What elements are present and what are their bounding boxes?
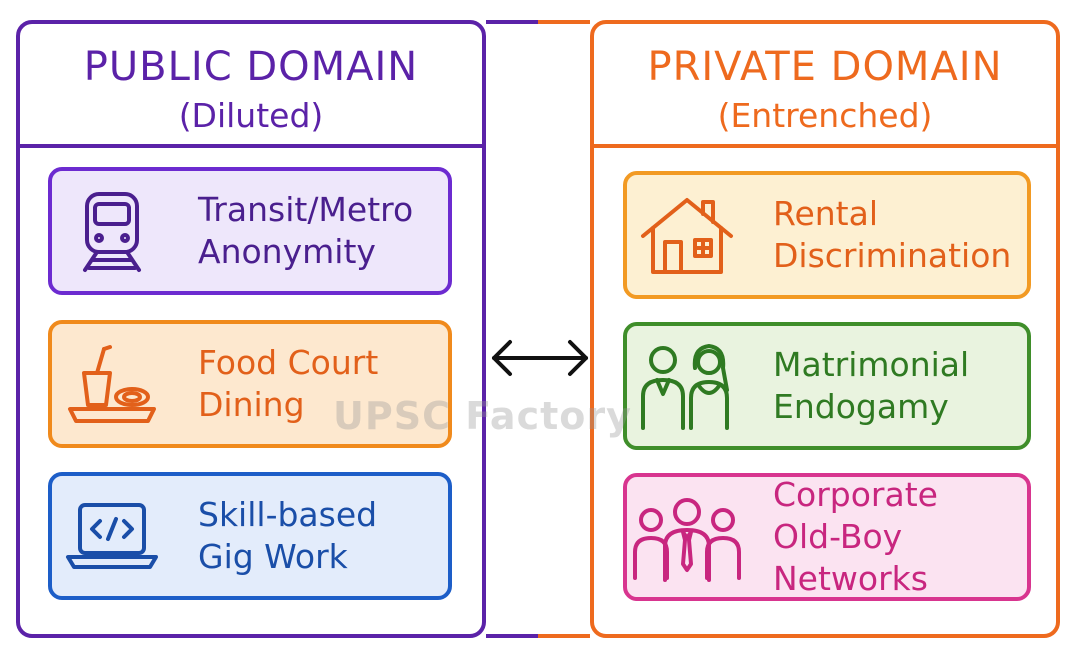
public-domain-title: PUBLIC DOMAIN <box>83 44 419 90</box>
card-matri-line1: Matrimonial <box>773 345 970 384</box>
card-gig-line1: Skill-based <box>198 495 378 534</box>
card-gig-label: Skill-based Gig Work <box>172 494 377 578</box>
card-rental-line2: Discrimination <box>773 236 1012 275</box>
card-food-line2: Dining <box>198 385 305 424</box>
middle-border-right <box>538 20 590 638</box>
watermark-text: UPSC Factory <box>333 394 632 438</box>
card-transit-line1: Transit/Metro <box>198 190 414 229</box>
private-domain-header: PRIVATE DOMAIN (Entrenched) <box>594 24 1056 148</box>
card-gig-work: Skill-based Gig Work <box>48 472 452 600</box>
private-domain-subtitle: (Entrenched) <box>717 96 933 135</box>
card-gig-line2: Gig Work <box>198 537 348 576</box>
card-corporate-networks: Corporate Old-Boy Networks <box>623 473 1031 601</box>
double-arrow-icon <box>492 340 588 376</box>
card-rental-label: Rental Discrimination <box>747 193 1011 277</box>
public-domain-panel: PUBLIC DOMAIN (Diluted) <box>16 20 486 638</box>
people-group-icon <box>627 477 747 597</box>
public-domain-header: PUBLIC DOMAIN (Diluted) <box>20 24 482 148</box>
card-matri-label: Matrimonial Endogamy <box>747 344 969 428</box>
laptop-code-icon <box>52 476 172 596</box>
public-domain-subtitle: (Diluted) <box>178 96 324 135</box>
card-corporate-line2: Old-Boy Networks <box>773 517 928 598</box>
food-tray-icon <box>52 324 172 444</box>
card-transit-metro: Transit/Metro Anonymity <box>48 167 452 295</box>
private-domain-title: PRIVATE DOMAIN <box>647 44 1003 90</box>
card-food-label: Food Court Dining <box>172 342 378 426</box>
card-transit-line2: Anonymity <box>198 232 376 271</box>
card-matri-line2: Endogamy <box>773 387 949 426</box>
card-rental-discrimination: Rental Discrimination <box>623 171 1031 299</box>
card-food-court: Food Court Dining <box>48 320 452 448</box>
card-transit-label: Transit/Metro Anonymity <box>172 189 413 273</box>
card-matrimonial-endogamy: Matrimonial Endogamy <box>623 322 1031 450</box>
card-corporate-label: Corporate Old-Boy Networks <box>747 474 1027 600</box>
card-food-line1: Food Court <box>198 343 379 382</box>
card-rental-line1: Rental <box>773 194 878 233</box>
couple-icon <box>627 326 747 446</box>
train-icon <box>52 171 172 291</box>
house-icon <box>627 175 747 295</box>
card-corporate-line1: Corporate <box>773 475 938 514</box>
private-domain-panel: PRIVATE DOMAIN (Entrenched) <box>590 20 1060 638</box>
